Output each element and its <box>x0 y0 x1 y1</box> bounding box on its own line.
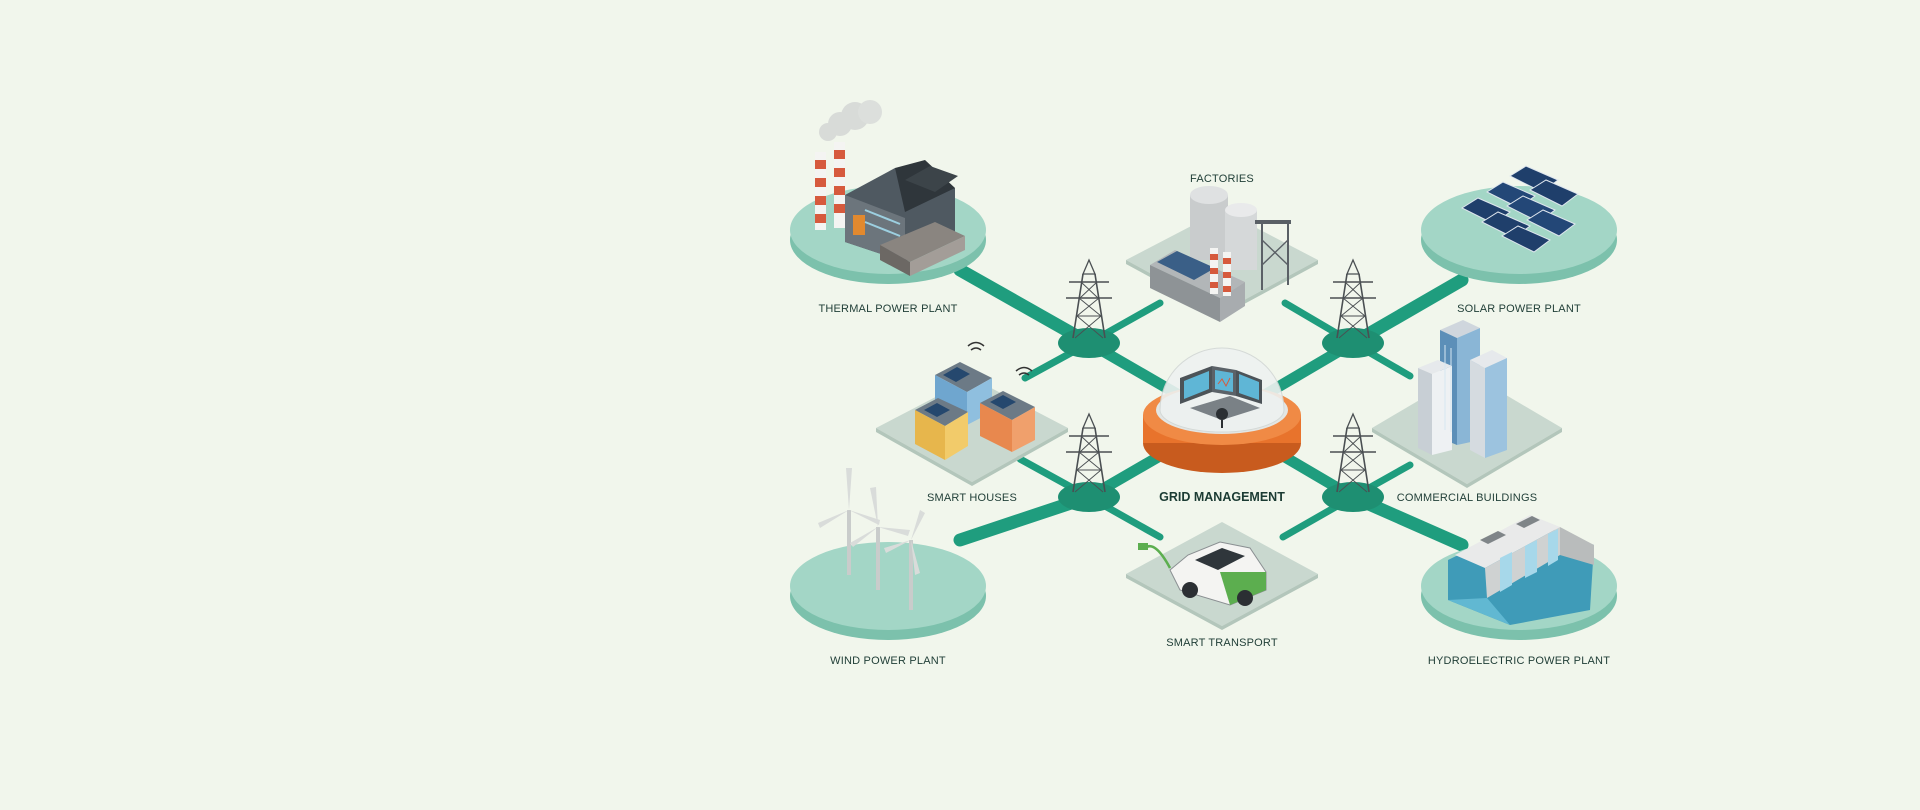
thermal-power-plant-icon <box>815 100 965 276</box>
factory-icon <box>1150 186 1291 322</box>
electric-car-icon <box>1138 541 1267 606</box>
smart-transport-label: SMART TRANSPORT <box>1166 637 1278 649</box>
hydroelectric-dam-icon <box>1448 515 1594 625</box>
smart-houses-label: SMART HOUSES <box>927 492 1017 504</box>
wind-power-plant-label: WIND POWER PLANT <box>830 655 946 667</box>
hydroelectric-power-plant-label: HYDROELECTRIC POWER PLANT <box>1428 655 1610 667</box>
commercial-buildings-label: COMMERCIAL BUILDINGS <box>1397 492 1538 504</box>
thermal-power-plant-node: THERMAL POWER PLANT <box>790 100 986 315</box>
solar-power-plant-node: SOLAR POWER PLANT <box>1421 165 1617 315</box>
wind-power-plant-node: WIND POWER PLANT <box>790 468 986 667</box>
hydroelectric-power-plant-node: HYDROELECTRIC POWER PLANT <box>1421 515 1617 667</box>
wind-turbine-icon <box>818 468 925 610</box>
grid-management-label: GRID MANAGEMENT <box>1159 490 1285 504</box>
transmission-tower-icon <box>1329 413 1377 493</box>
commercial-buildings-node: COMMERCIAL BUILDINGS <box>1372 320 1562 504</box>
solar-panel-icon <box>1460 165 1579 253</box>
smart-houses-node: SMART HOUSES <box>876 341 1068 504</box>
thermal-power-plant-label: THERMAL POWER PLANT <box>818 303 957 315</box>
grid-management-node: GRID MANAGEMENT <box>1143 347 1301 504</box>
office-building-icon <box>1418 320 1507 458</box>
factories-node: FACTORIES <box>1126 173 1318 322</box>
control-room-dome-icon <box>1159 347 1285 433</box>
smart-house-icon <box>915 341 1035 460</box>
solar-power-plant-label: SOLAR POWER PLANT <box>1457 303 1581 315</box>
transmission-tower-icon <box>1065 413 1113 493</box>
transmission-tower-icon <box>1065 259 1113 339</box>
smart-transport-node: SMART TRANSPORT <box>1126 522 1318 649</box>
factories-label: FACTORIES <box>1190 173 1254 185</box>
